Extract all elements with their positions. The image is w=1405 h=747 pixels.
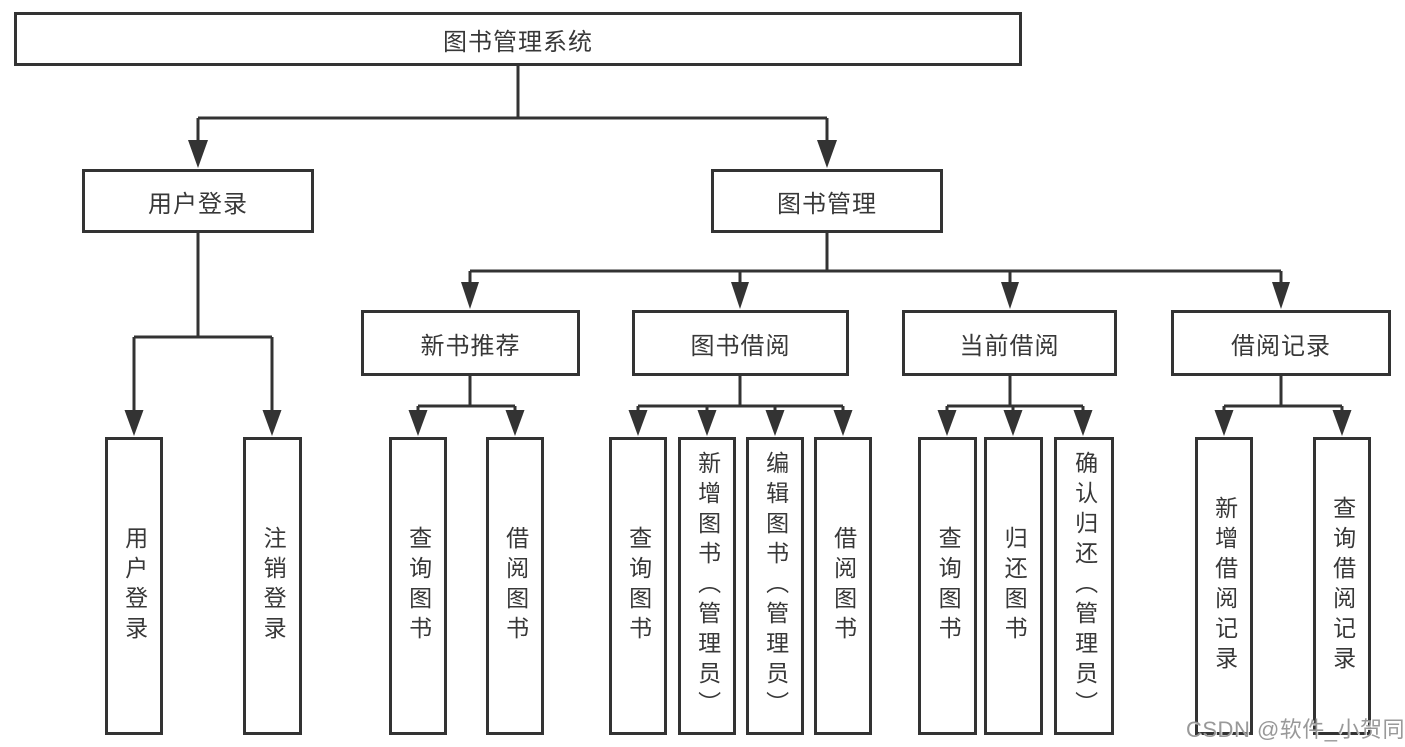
node-leaf-query-borrow-record: 查询借阅记录 [1313,437,1371,735]
node-label: 用户登录 [121,526,148,646]
connector-root-to-branches [188,66,837,168]
node-leaf-query-books-current: 查询图书 [918,437,977,735]
node-leaf-user-login: 用户登录 [105,437,163,735]
node-borrowing-records: 借阅记录 [1171,310,1391,376]
node-label: 查询借阅记录 [1329,496,1356,676]
node-leaf-borrow-books-recommend: 借阅图书 [486,437,544,735]
node-leaf-add-book-admin: 新增图书（管理员） [678,437,736,735]
node-leaf-return-books: 归还图书 [984,437,1043,735]
node-leaf-query-books-recommend: 查询图书 [389,437,447,735]
node-label: 查询图书 [405,526,432,646]
connector-current-borrowing-to-leaves [937,376,1093,436]
node-label: 编辑图书（管理员） [762,451,789,721]
csdn-watermark: CSDN @软件_小贺同学 [1186,717,1405,742]
node-leaf-query-books-borrowing: 查询图书 [609,437,667,735]
node-label: 当前借阅 [959,332,1060,360]
node-leaf-logout: 注销登录 [243,437,302,735]
node-label: 图书借阅 [690,332,791,360]
node-label: 借阅图书 [830,526,857,646]
node-label: 注销登录 [260,526,287,646]
node-leaf-add-borrow-record: 新增借阅记录 [1195,437,1253,735]
node-label: 查询图书 [935,526,962,646]
connector-book-mgmt-to-sections [461,233,1290,309]
node-label: 借阅图书 [502,526,529,646]
node-label: 查询图书 [625,526,652,646]
node-book-borrowing: 图书借阅 [632,310,849,376]
node-leaf-edit-book-admin: 编辑图书（管理员） [746,437,804,735]
connector-borrow-records-to-leaves [1214,376,1352,436]
node-label: 用户登录 [148,190,248,218]
node-label: 确认归还（管理员） [1071,451,1098,721]
node-book-management: 图书管理 [711,169,943,233]
node-label: 借阅记录 [1231,332,1331,360]
node-library-system: 图书管理系统 [14,12,1022,66]
node-current-borrowing: 当前借阅 [902,310,1117,376]
node-label: 图书管理 [777,190,877,218]
node-leaf-confirm-return-admin: 确认归还（管理员） [1054,437,1114,735]
node-label: 图书管理系统 [443,28,593,56]
node-label: 新书推荐 [420,332,521,360]
connector-book-borrowing-to-leaves [628,376,853,436]
node-label: 新增借阅记录 [1211,496,1238,676]
node-user-login: 用户登录 [82,169,314,233]
node-new-book-recommend: 新书推荐 [361,310,580,376]
connector-user-login-to-leaves [124,233,282,436]
node-label: 归还图书 [1001,526,1028,646]
connector-new-book-rec-to-leaves [408,376,525,436]
node-label: 新增图书（管理员） [694,451,721,721]
node-leaf-borrow-books-borrowing: 借阅图书 [814,437,872,735]
